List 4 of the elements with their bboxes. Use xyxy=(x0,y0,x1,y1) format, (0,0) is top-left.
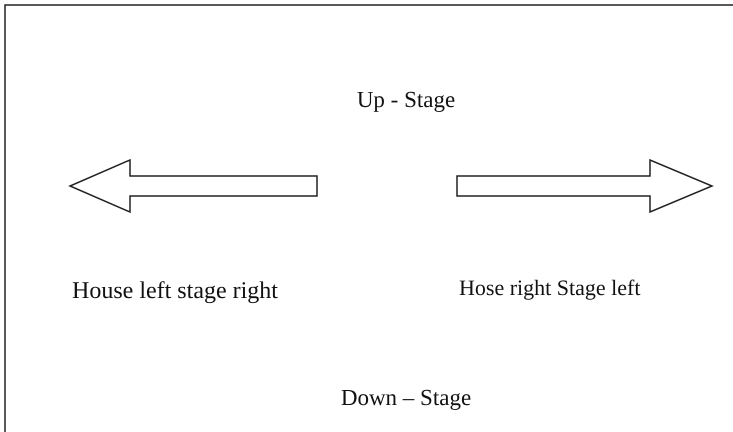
stage-direction-label: Up - Stage xyxy=(356,88,456,111)
stage-direction-label: Hose right Stage left xyxy=(459,277,640,299)
stage-direction-label: Down – Stage xyxy=(340,386,472,409)
stage-direction-label: House left stage right xyxy=(72,279,278,303)
